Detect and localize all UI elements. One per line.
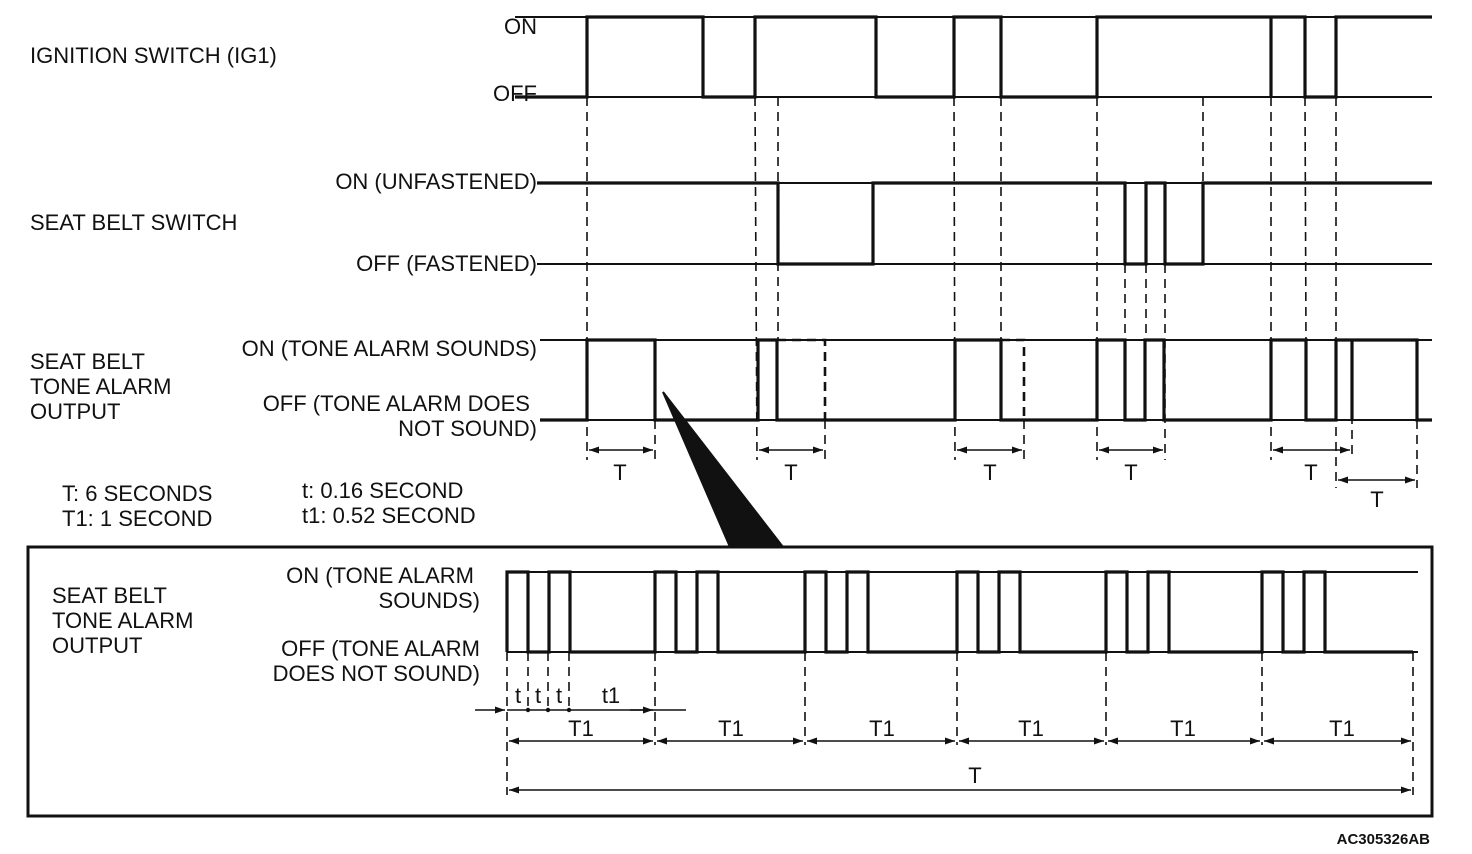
upper-period-dimensions: T T T T T T: [589, 446, 1415, 512]
alarm-off-label-1: OFF (TONE ALARM DOES: [263, 391, 530, 416]
inset-off-label-1: OFF (TONE ALARM: [281, 636, 480, 661]
zoom-callout: [662, 391, 786, 548]
inset-on-label-2: SOUNDS): [379, 588, 480, 613]
dim-T-2: T: [784, 460, 797, 485]
dim-T-1: T: [613, 460, 626, 485]
dim-T1-6: T1: [1329, 716, 1355, 741]
inset-alarm-label-1: SEAT BELT: [52, 583, 167, 608]
ignition-switch-label: IGNITION SWITCH (IG1): [30, 43, 277, 68]
dim-t-2: t: [535, 683, 541, 708]
seat-belt-on-label: ON (UNFASTENED): [335, 169, 537, 194]
dim-T1-1: T1: [568, 716, 594, 741]
alarm-output-label-1: SEAT BELT: [30, 349, 145, 374]
dim-T-6: T: [1370, 487, 1383, 512]
inset-waveform: [505, 570, 1418, 654]
inset-pulse-dimensions: t t t t1: [475, 683, 686, 714]
seat-belt-waveform: [537, 181, 1432, 266]
dim-T-3: T: [983, 460, 996, 485]
legend-T: T: 6 SECONDS: [62, 481, 212, 506]
ignition-off-label: OFF: [493, 81, 537, 106]
legend-t1: t1: 0.52 SECOND: [302, 503, 476, 528]
dim-T1-5: T1: [1170, 716, 1196, 741]
seat-belt-switch-label: SEAT BELT SWITCH: [30, 210, 237, 235]
alarm-on-label: ON (TONE ALARM SOUNDS): [242, 336, 537, 361]
inset-alarm-label-3: OUTPUT: [52, 633, 142, 658]
legend-t: t: 0.16 SECOND: [302, 478, 463, 503]
alarm-waveform: [540, 338, 1432, 422]
legend-T1: T1: 1 SECOND: [62, 506, 212, 531]
dim-T1-3: T1: [869, 716, 895, 741]
dim-t-1: t: [515, 683, 521, 708]
inset-frame: [26, 545, 1434, 818]
alarm-output-label-3: OUTPUT: [30, 399, 120, 424]
dim-T-overall: T: [968, 763, 981, 788]
dim-t-3: t: [556, 683, 562, 708]
inset-T1-dimensions: T1 T1 T1 T1 T1 T1: [509, 716, 1411, 745]
dim-T-4: T: [1124, 460, 1137, 485]
alarm-output-label-2: TONE ALARM: [30, 374, 171, 399]
ignition-waveform: [515, 15, 1432, 99]
figure-id: AC305326AB: [1337, 831, 1431, 848]
inset-on-label-1: ON (TONE ALARM: [286, 563, 474, 588]
alarm-off-label-2: NOT SOUND): [398, 416, 537, 441]
inset-alarm-label-2: TONE ALARM: [52, 608, 193, 633]
seat-belt-off-label: OFF (FASTENED): [356, 251, 537, 276]
inset-guide-lines: [506, 652, 1414, 795]
inset-off-label-2: DOES NOT SOUND): [273, 661, 480, 686]
dim-T1-2: T1: [718, 716, 744, 741]
dim-T1-4: T1: [1018, 716, 1044, 741]
dim-T-5: T: [1304, 460, 1317, 485]
ignition-on-label: ON: [504, 14, 537, 39]
dim-t1: t1: [602, 683, 620, 708]
guide-lines: [586, 96, 1418, 488]
inset-T-dimension: T: [509, 763, 1411, 794]
